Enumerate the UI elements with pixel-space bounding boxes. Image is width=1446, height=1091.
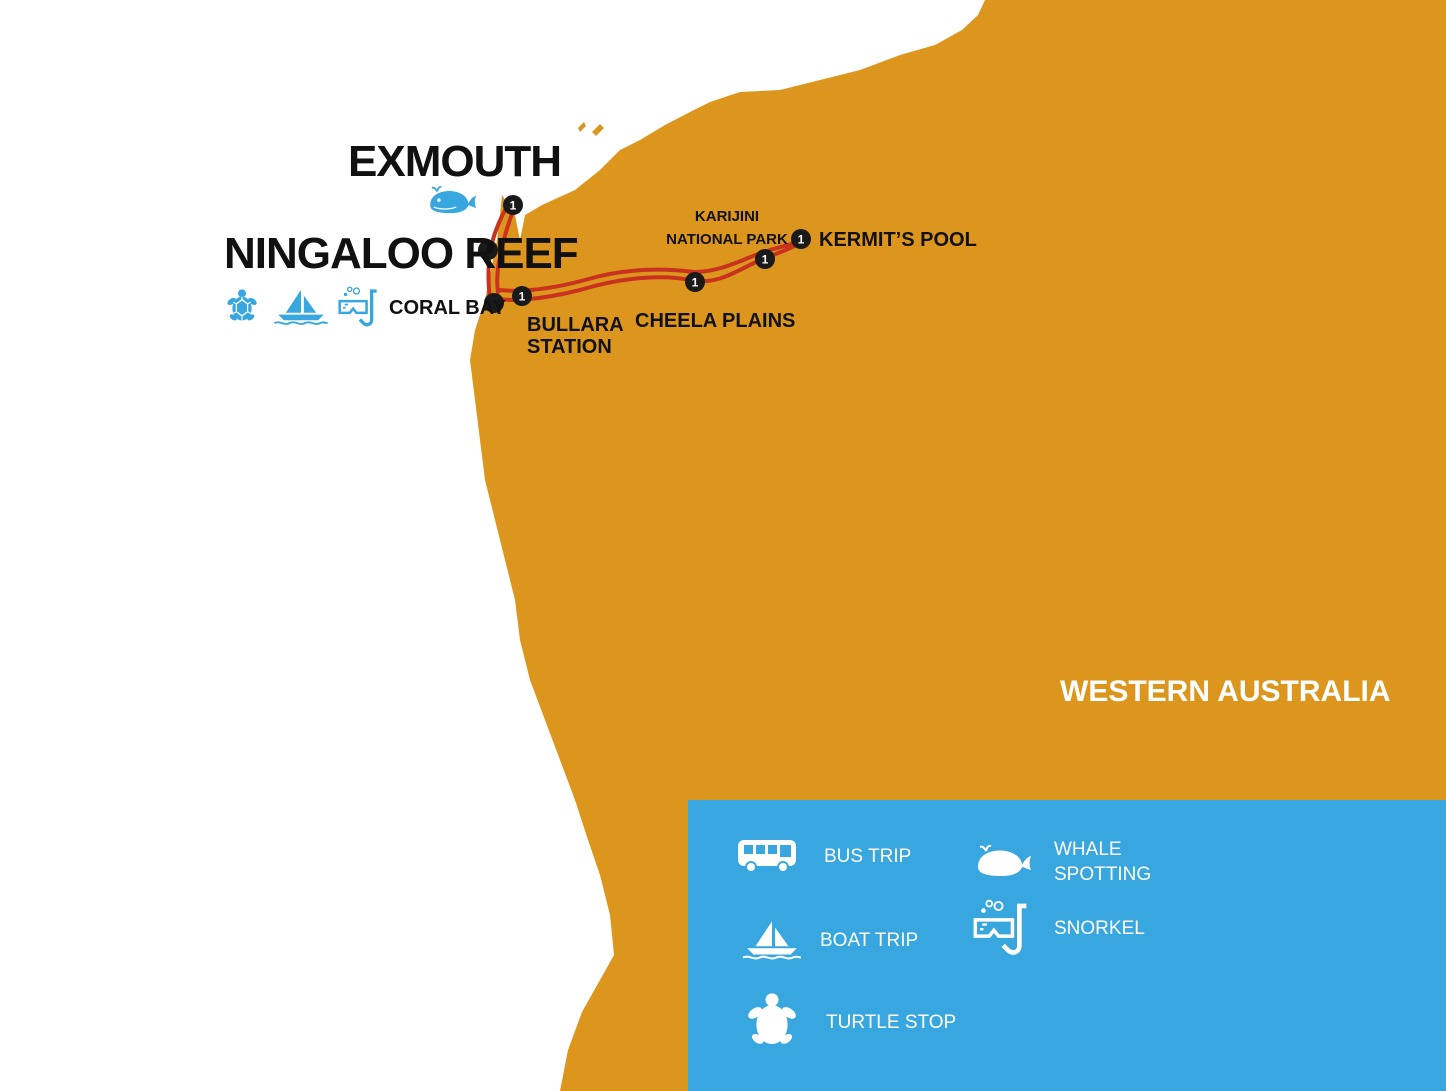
island [592, 124, 604, 136]
stop-nights: 1 [762, 253, 769, 267]
legend-label-turtle: TURTLE STOP [826, 1011, 957, 1033]
bus-icon [736, 824, 800, 888]
stop-marker-bullara[interactable]: 1 [512, 286, 532, 306]
stop-nights: 1 [519, 290, 526, 304]
stop-marker-ningaloo[interactable] [478, 240, 498, 260]
island [448, 452, 468, 500]
legend-item-whale: WHALE SPOTTING [970, 830, 1151, 894]
legend-item-bus: BUS TRIP [736, 824, 911, 888]
legend-item-boat: BOAT TRIP [740, 908, 918, 972]
stop-marker-exmouth[interactable]: 1 [503, 195, 523, 215]
legend-label-bus: BUS TRIP [824, 845, 912, 867]
stop-marker-coral-bay[interactable] [484, 293, 504, 313]
legend-item-snorkel: SNORKEL [970, 896, 1145, 960]
island [578, 122, 586, 132]
turtle-icon [740, 990, 804, 1054]
label-exmouth: EXMOUTH [348, 137, 561, 186]
label-coral-bay: CORAL BAY [389, 297, 506, 319]
legend: BUS TRIP BOAT TRIP TURTLE STOP WHALE SPO… [688, 800, 1446, 1091]
legend-label-whale-line2: SPOTTING [1054, 864, 1152, 885]
legend-label-snorkel: SNORKEL [1054, 917, 1145, 939]
legend-label-whale-line1: WHALE [1054, 839, 1122, 860]
boat-icon [273, 288, 329, 325]
legend-label-whale: WHALE SPOTTING [1054, 837, 1151, 887]
stop-marker-kermits[interactable]: 1 [791, 229, 811, 249]
stop-nights: 1 [510, 199, 517, 213]
legend-item-turtle: TURTLE STOP [740, 990, 956, 1054]
boat-icon [740, 908, 804, 972]
label-karijini: KARIJINI [695, 208, 759, 225]
stop-marker-karijini[interactable]: 1 [755, 249, 775, 269]
stop-nights: 1 [692, 276, 699, 290]
island [468, 470, 484, 520]
legend-label-boat: BOAT TRIP [820, 929, 919, 951]
snorkel-icon [338, 286, 379, 327]
label-western-australia: WESTERN AUSTRALIA [1060, 675, 1391, 708]
label-kermits-pool: KERMIT’S POOL [819, 229, 977, 251]
whale-icon [429, 186, 477, 215]
snorkel-icon [970, 896, 1034, 960]
label-bullara: BULLARA [527, 314, 624, 336]
turtle-icon [226, 288, 258, 323]
label-cheela-plains: CHEELA PLAINS [635, 310, 795, 332]
label-national-park: NATIONAL PARK [666, 231, 788, 248]
stop-marker-cheela[interactable]: 1 [685, 272, 705, 292]
stop-nights: 1 [798, 233, 805, 247]
label-bullara-station: STATION [527, 336, 612, 358]
label-ningaloo-reef: NINGALOO REEF [224, 229, 578, 278]
whale-icon [970, 830, 1034, 894]
